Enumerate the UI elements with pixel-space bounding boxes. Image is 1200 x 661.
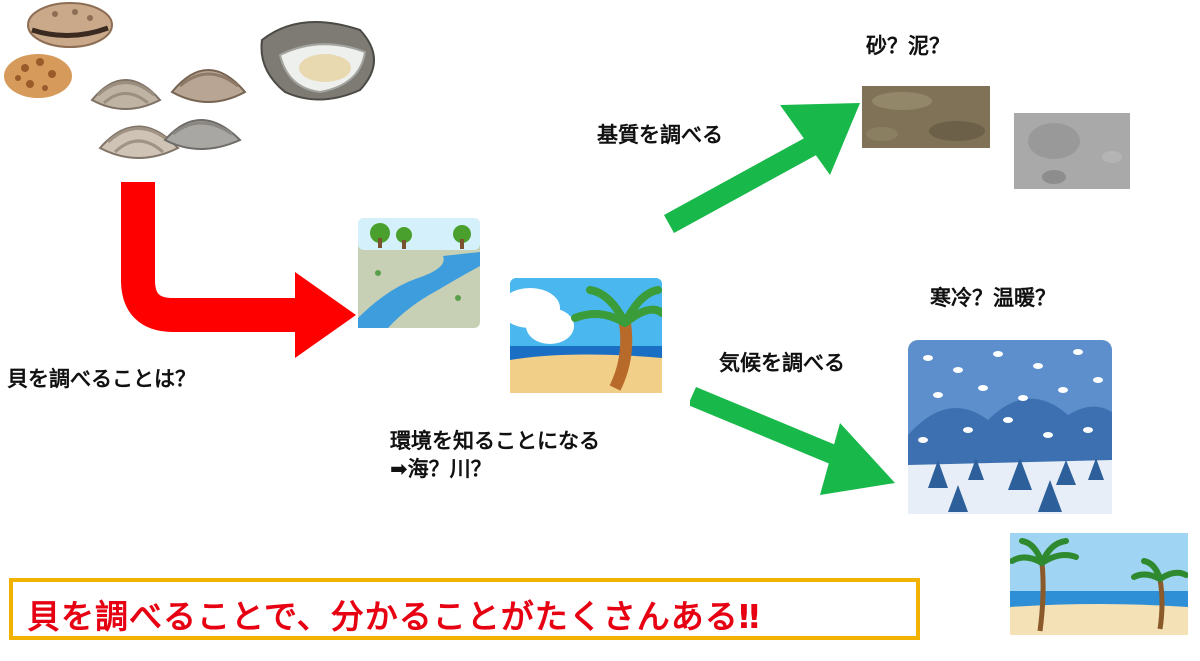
environment-label-line1: 環境を知ることになる — [390, 429, 600, 453]
green-arrow-up — [664, 103, 860, 233]
mud-texture — [1014, 113, 1130, 189]
environment-label-line2: ➡海？川？ — [390, 457, 492, 481]
beach-palm-illustration — [510, 278, 662, 393]
conclusion-box: 貝を調べることで、分かることがたくさんある‼ — [9, 578, 920, 640]
shells-illustration — [4, 2, 375, 159]
substrate-method-label: 基質を調べる — [597, 123, 723, 147]
climate-question-label: 寒冷？温暖？ — [930, 286, 1056, 310]
conclusion-text: 貝を調べることで、分かることがたくさんある‼ — [27, 597, 761, 636]
red-arrow — [121, 182, 356, 358]
green-arrow-down — [690, 387, 895, 495]
question-label: 貝を調べることは？ — [7, 367, 196, 391]
river-illustration — [358, 218, 480, 328]
sand-texture — [862, 86, 990, 148]
climate-method-label: 気候を調べる — [719, 351, 845, 375]
substrate-question-label: 砂？泥？ — [866, 34, 950, 58]
snow-forest-illustration — [908, 340, 1112, 514]
palm-beach-illustration — [1010, 533, 1188, 635]
